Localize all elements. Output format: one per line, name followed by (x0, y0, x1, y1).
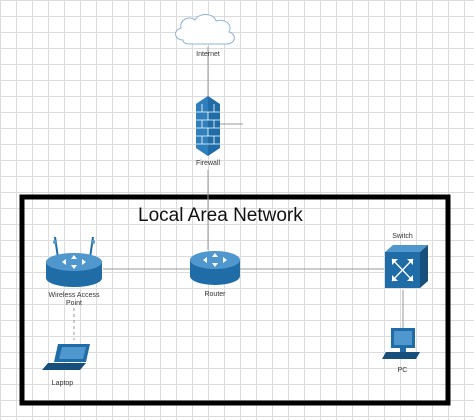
router-label: Router (204, 291, 226, 298)
router-icon[interactable] (190, 251, 240, 285)
cloud-icon[interactable] (175, 14, 235, 45)
pc-label: PC (397, 367, 408, 374)
desktop-pc-icon[interactable] (382, 328, 420, 359)
firewall-icon[interactable] (196, 96, 220, 156)
wireless-access-point-icon[interactable] (46, 236, 102, 287)
laptop-label: Laptop (51, 380, 74, 387)
firewall-label: Firewall (195, 160, 221, 167)
internet-label: Internet (196, 51, 220, 58)
wap-label: Wireless Access Point (48, 292, 100, 307)
switch-label: Switch (392, 233, 413, 240)
lan-title: Local Area Network (138, 205, 303, 226)
lan-boundary (19, 194, 451, 406)
laptop-icon[interactable] (42, 344, 90, 370)
switch-icon[interactable] (385, 245, 428, 288)
